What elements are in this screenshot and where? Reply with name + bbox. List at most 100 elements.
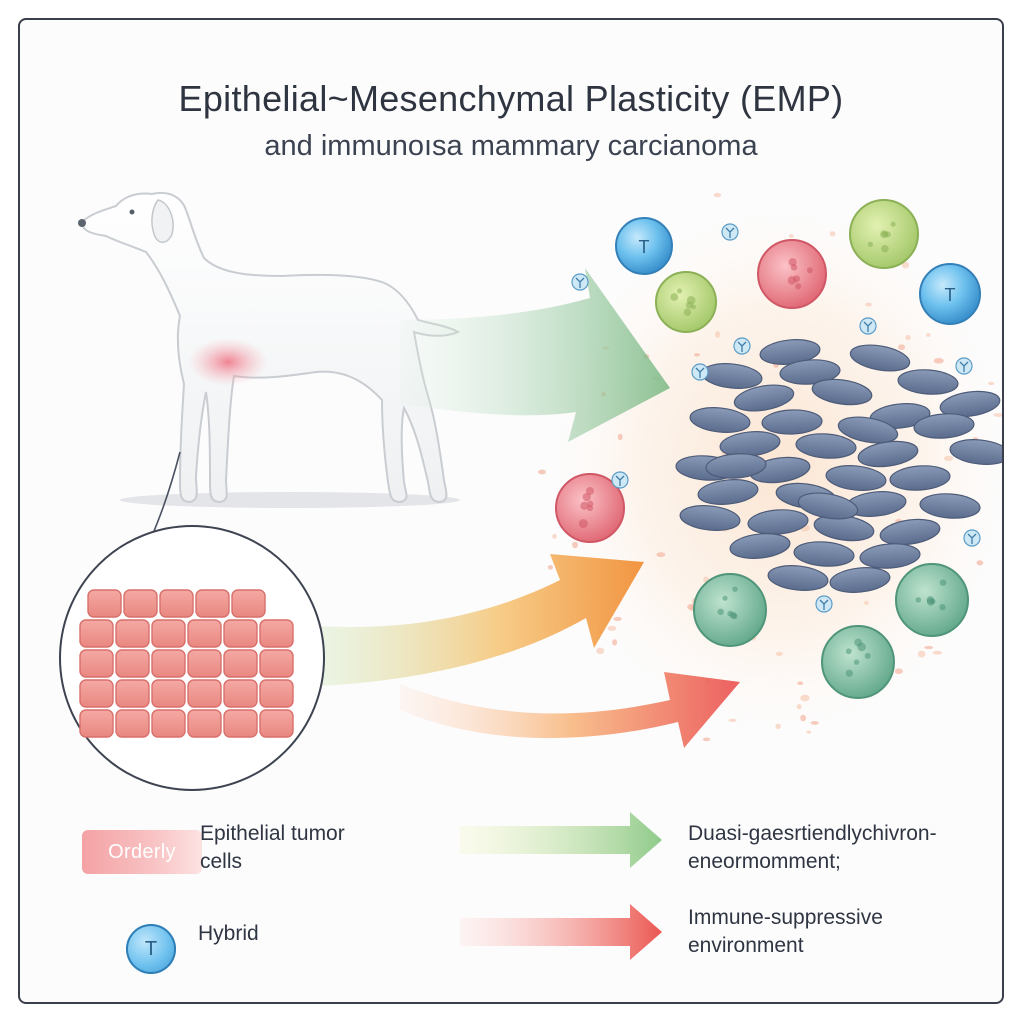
legend-epithelial-line1: Epithelial tumor (200, 822, 345, 845)
tme-speck (926, 333, 931, 337)
epithelial-cell-block (223, 679, 258, 708)
cell-granule (582, 492, 591, 502)
tme-speck (613, 616, 622, 621)
tme-speck (932, 650, 943, 655)
cell-granule (881, 231, 887, 237)
mesenchymal-cell (793, 541, 855, 567)
epithelial-cell-block (151, 649, 186, 678)
cell-granule (845, 669, 853, 677)
tme-speck (693, 353, 701, 357)
antibody-marker-glyph (737, 341, 747, 352)
mesenchymal-cell (679, 505, 741, 531)
epithelial-cell-block (259, 709, 294, 738)
mesenchymal-cell (761, 409, 823, 435)
tme-speck (607, 625, 617, 631)
epithelial-cell-block (187, 709, 222, 738)
tme-speck (901, 261, 910, 269)
mesenchymal-cell-cluster (675, 339, 1002, 593)
mesenchymal-cell (733, 384, 795, 412)
dog-illustration (78, 192, 461, 569)
tme-speck (537, 469, 547, 475)
tme-speck (612, 639, 618, 646)
tme-speck (987, 381, 995, 386)
tme-speck (898, 344, 906, 351)
tme-speck (552, 533, 557, 539)
mesenchymal-cell (859, 543, 921, 569)
epithelial-cell-block (259, 619, 294, 648)
tme-speck (796, 704, 802, 710)
tme-speck (993, 413, 1002, 417)
mesenchymal-cell (913, 413, 975, 439)
tme-speck (775, 651, 783, 657)
figure-subtitle: and immunoısa mammary carcianoma (264, 130, 758, 162)
mesenchymal-cell (705, 453, 767, 479)
epithelial-cell-block (223, 619, 258, 648)
epithelial-cell-block (87, 589, 122, 618)
legend-epithelial-line2: cells (200, 850, 243, 873)
orderly-badge: Orderly (82, 830, 202, 874)
epithelial-cell-block (231, 589, 266, 618)
epithelial-cell-block (115, 649, 150, 678)
legend-epithelial-label: Epithelial tumor cells (200, 820, 345, 876)
epithelial-cell-block (259, 679, 294, 708)
cell-granule (732, 586, 738, 592)
cell-granule (867, 241, 874, 248)
legend-quasi-line2: eneormomment; (688, 850, 841, 873)
epithelial-cell-block (151, 619, 186, 648)
mesenchymal-cell (829, 567, 891, 593)
cell-granule (845, 648, 852, 655)
epithelial-cell-block (123, 589, 158, 618)
immune-cell (655, 271, 717, 333)
tme-speck (864, 600, 869, 605)
t-cell-letter: T (639, 237, 650, 257)
mammary-gland-highlight (188, 338, 268, 386)
tme-speck (800, 714, 807, 722)
cell-granule (915, 597, 922, 603)
orange-arrow (320, 554, 644, 686)
cell-granule (854, 638, 863, 647)
legend-hybrid-label: Hybrid (198, 922, 259, 945)
antibody-marker-glyph (695, 367, 705, 378)
legend-immune-line1: Immune-suppressive (688, 906, 883, 929)
immune-cell (757, 239, 827, 309)
cell-granule (926, 596, 935, 604)
antibody-marker-glyph (959, 361, 969, 372)
cell-granule (686, 296, 696, 305)
cell-granule (670, 293, 679, 301)
cell-granule (890, 221, 896, 227)
mesenchymal-cell (729, 533, 791, 559)
antibody-marker-glyph (967, 533, 977, 544)
epithelial-cell-block (115, 679, 150, 708)
epithelial-cell-block (79, 679, 114, 708)
cell-granule (722, 595, 728, 601)
antibody-marker-glyph (615, 475, 625, 486)
mesenchymal-cell (811, 378, 873, 406)
cell-granule (580, 501, 589, 510)
mesenchymal-cell (849, 344, 911, 372)
cell-granule (790, 264, 798, 271)
epithelial-cell-blocks (79, 589, 294, 738)
epithelial-cell-block (187, 679, 222, 708)
cell-granule (578, 519, 588, 528)
mesenchymal-cell (879, 518, 941, 546)
epithelial-magnifier (59, 525, 325, 791)
illustration-canvas: TT (59, 170, 1002, 960)
mesenchymal-cell (825, 465, 887, 491)
cell-granule (587, 500, 594, 507)
legend-red-arrow (460, 904, 662, 960)
tme-speck (572, 541, 579, 549)
legend-immune-line2: environment (688, 934, 804, 957)
cell-granule (683, 308, 692, 316)
tme-speck (728, 718, 737, 723)
cell-granule (795, 283, 802, 290)
dog-shadow (120, 492, 460, 508)
tme-speck (829, 231, 836, 237)
mesenchymal-cell (837, 416, 899, 444)
cell-granule (690, 304, 696, 310)
epithelial-cell-block (259, 649, 294, 678)
tme-speck (865, 302, 872, 307)
epithelial-cell-block (159, 589, 194, 618)
cell-granule (806, 267, 813, 274)
mesenchymal-cell (797, 492, 859, 520)
